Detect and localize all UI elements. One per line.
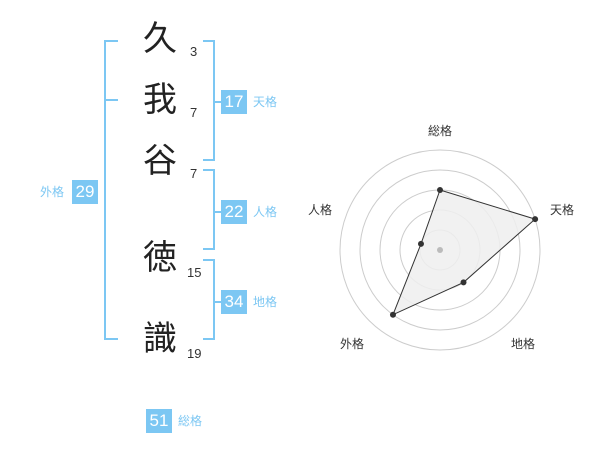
- radar-point-3: [460, 279, 467, 286]
- tenkaku-value-badge: 17: [221, 90, 247, 114]
- stroke-count-4: 15: [187, 265, 202, 280]
- chikaku-label: 地格: [253, 295, 278, 309]
- tenkaku-label: 天格: [253, 95, 278, 109]
- stroke-count-3: 7: [190, 166, 198, 181]
- fortune-radar-chart: [339, 149, 541, 351]
- gaikaku-value-badge: 29: [72, 180, 98, 204]
- stroke-count-1: 3: [190, 44, 198, 59]
- stroke-count-2: 7: [190, 105, 198, 120]
- radar-grid-ring: [359, 169, 521, 331]
- name-char-2: 我: [143, 80, 177, 120]
- radar-grid-ring: [339, 149, 541, 351]
- radar-axis-label-chikaku: 地格: [511, 337, 536, 351]
- soukaku-label: 総格: [178, 414, 203, 428]
- chikaku-value-badge: 34: [221, 290, 247, 314]
- radar-axis-label-soukaku: 総格: [428, 124, 453, 138]
- name-char-3: 谷: [143, 141, 177, 181]
- radar-point-1: [437, 187, 443, 193]
- radar-area: [392, 189, 537, 316]
- radar-point-5: [417, 240, 424, 247]
- radar-axis-label-tenkaku: 天格: [550, 203, 575, 217]
- name-char-1: 久: [143, 19, 177, 59]
- jinkaku-label: 人格: [253, 205, 278, 219]
- name-char-5: 識: [143, 319, 177, 359]
- name-char-4: 徳: [143, 238, 177, 278]
- radar-point-2: [532, 216, 539, 223]
- soukaku-value-badge: 51: [146, 409, 172, 433]
- radar-center-dot: [437, 247, 443, 253]
- radar-point-4: [389, 311, 396, 318]
- gaikaku-label: 外格: [40, 185, 65, 199]
- radar-axis-label-jinkaku: 人格: [308, 203, 333, 217]
- stroke-count-5: 19: [187, 346, 202, 361]
- radar-points: [389, 187, 539, 318]
- radar-axis-label-gaikaku: 外格: [340, 337, 365, 351]
- jinkaku-value-badge: 22: [221, 200, 247, 224]
